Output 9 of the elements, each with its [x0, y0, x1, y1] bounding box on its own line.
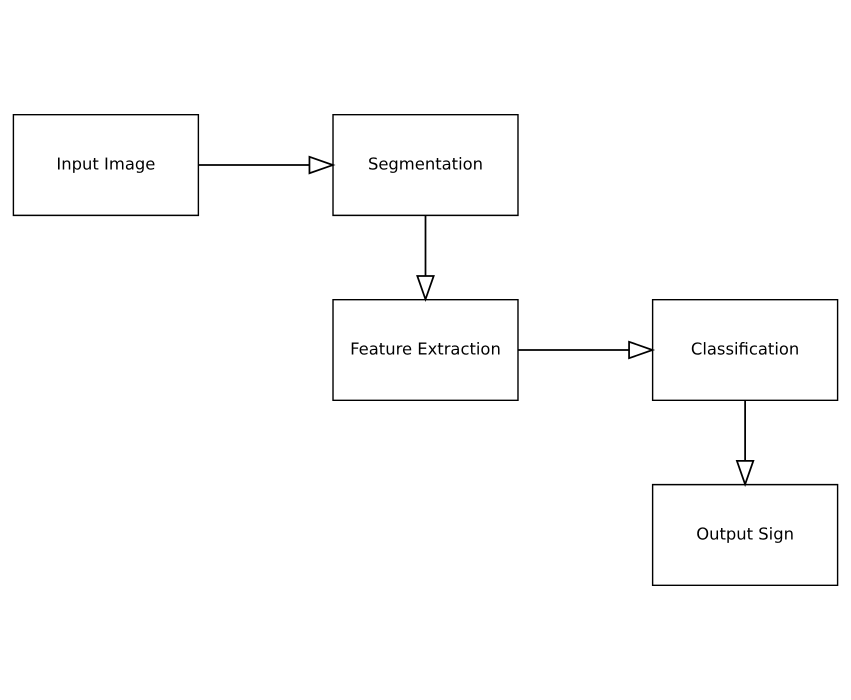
node-box: Feature Extraction: [332, 298, 519, 402]
node-box: Output Sign: [652, 484, 838, 586]
node-box: Input Image: [12, 114, 200, 216]
arrow: [518, 340, 656, 360]
arrow: [198, 156, 336, 174]
node-box: Segmentation: [332, 114, 519, 216]
arrow: [416, 216, 435, 302]
node-box: Classification: [652, 298, 838, 402]
arrow: [736, 400, 755, 487]
